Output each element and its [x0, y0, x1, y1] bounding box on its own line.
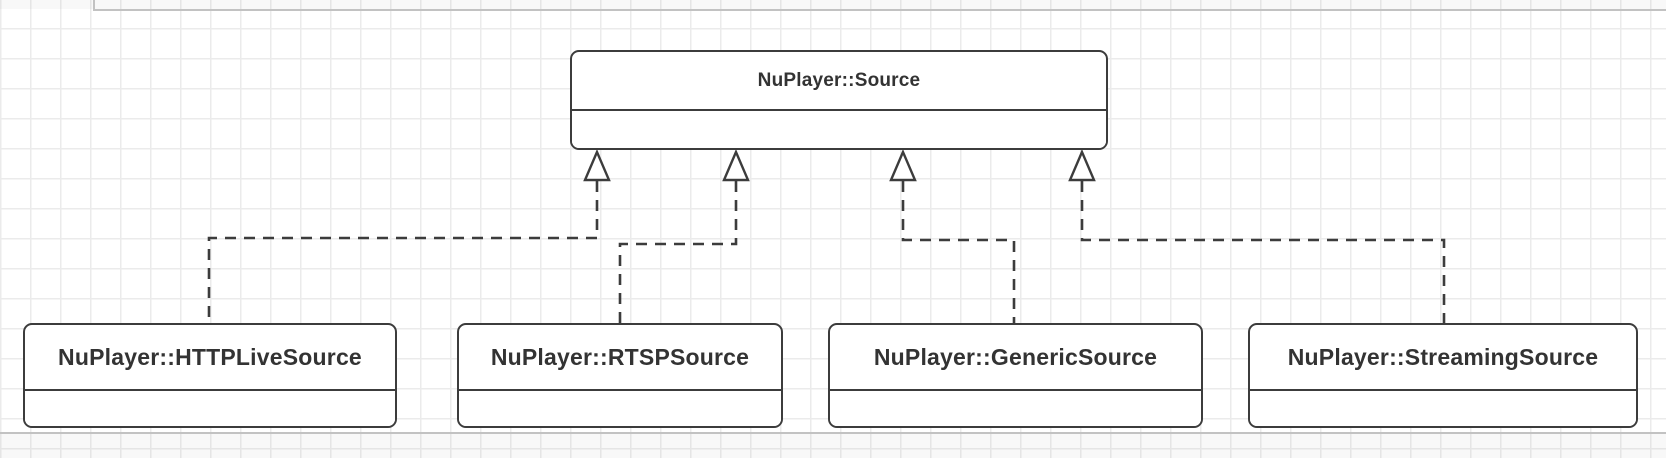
hollow-triangle-arrowhead[interactable] [722, 148, 750, 182]
attributes-compartment [1250, 391, 1636, 426]
edge-line[interactable] [901, 181, 1016, 323]
class-node-httplivesource[interactable]: NuPlayer::HTTPLiveSource [23, 323, 397, 428]
page-border-bottom [0, 432, 1666, 434]
attributes-compartment [459, 391, 781, 426]
realization-edge-rtspsource-to-source [618, 148, 750, 323]
realization-edge-genericsource-to-source [889, 148, 1016, 323]
class-title: NuPlayer::RTSPSource [459, 325, 781, 391]
attributes-compartment [25, 391, 395, 426]
realization-edge-streamingsource-to-source [1068, 148, 1446, 323]
class-title: NuPlayer::HTTPLiveSource [25, 325, 395, 391]
hollow-triangle-arrowhead[interactable] [1068, 148, 1096, 182]
realization-edge-httplivesource-to-source [207, 148, 611, 323]
class-title: NuPlayer::GenericSource [830, 325, 1201, 391]
class-title: NuPlayer::Source [572, 52, 1106, 111]
class-node-genericsource[interactable]: NuPlayer::GenericSource [828, 323, 1203, 428]
page-border-left [93, 0, 95, 11]
edge-line[interactable] [207, 181, 599, 323]
page-border-top [93, 9, 1666, 11]
class-node-rtspsource[interactable]: NuPlayer::RTSPSource [457, 323, 783, 428]
edge-line[interactable] [618, 181, 738, 323]
attributes-compartment [572, 111, 1106, 148]
edge-line[interactable] [1080, 181, 1446, 323]
class-node-source[interactable]: NuPlayer::Source [570, 50, 1108, 150]
attributes-compartment [830, 391, 1201, 426]
hollow-triangle-arrowhead[interactable] [889, 148, 917, 182]
class-node-streamingsource[interactable]: NuPlayer::StreamingSource [1248, 323, 1638, 428]
hollow-triangle-arrowhead[interactable] [583, 148, 611, 182]
class-title: NuPlayer::StreamingSource [1250, 325, 1636, 391]
